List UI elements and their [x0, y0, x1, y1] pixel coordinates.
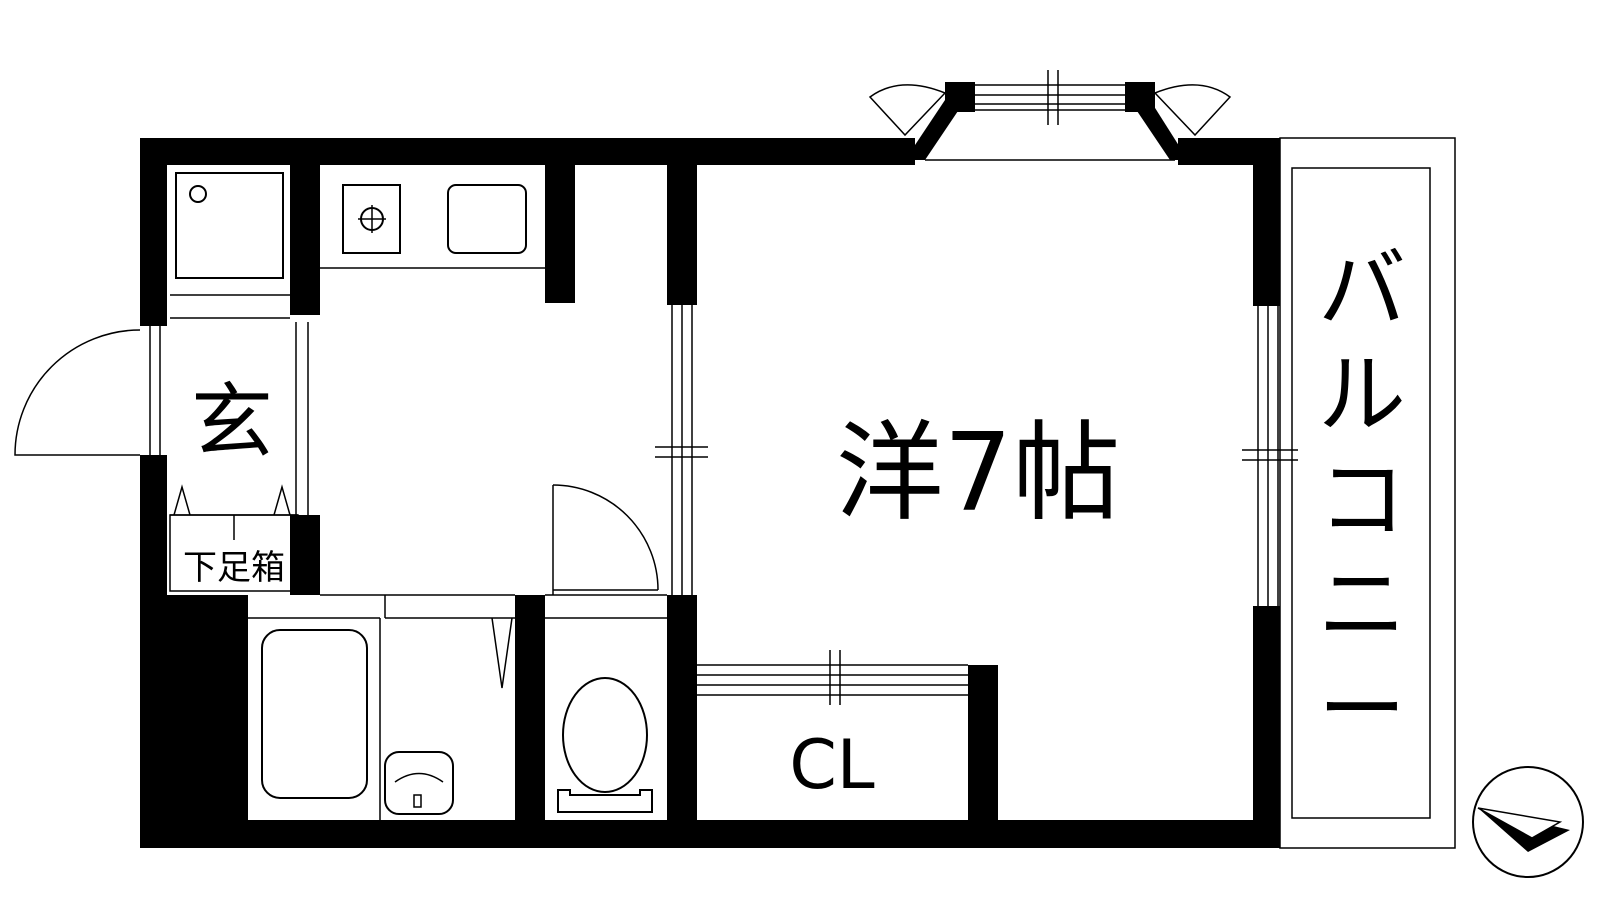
compass-icon: [1472, 766, 1584, 878]
interior-walls: [290, 165, 998, 848]
balcony-char-4: ニ: [1318, 553, 1406, 656]
shoe-cabinet-label: 下足箱: [183, 548, 285, 588]
kitchen: [320, 184, 545, 269]
balcony-char-3: コ: [1318, 448, 1406, 551]
outer-walls: [140, 138, 1280, 848]
balcony-char-2: ル: [1318, 343, 1406, 446]
closet: [697, 650, 968, 705]
toilet: [545, 594, 667, 813]
balcony-label: バ ル コ ニ ー: [1318, 238, 1406, 761]
balcony-char-5: ー: [1318, 658, 1406, 761]
balcony: [1279, 137, 1456, 849]
closet-label: CL: [789, 726, 874, 805]
hall-door: [552, 484, 659, 595]
washing-machine-space: [170, 172, 290, 319]
balcony-char-1: バ: [1318, 238, 1406, 341]
bay-window: [868, 70, 1232, 161]
room-sliding-door: [655, 305, 708, 595]
entrance: [14, 322, 309, 592]
balcony-window: [1242, 306, 1298, 606]
western-room-label: 洋7帖: [836, 411, 1121, 536]
entrance-label: 玄: [191, 375, 273, 470]
bathroom: [248, 594, 515, 820]
